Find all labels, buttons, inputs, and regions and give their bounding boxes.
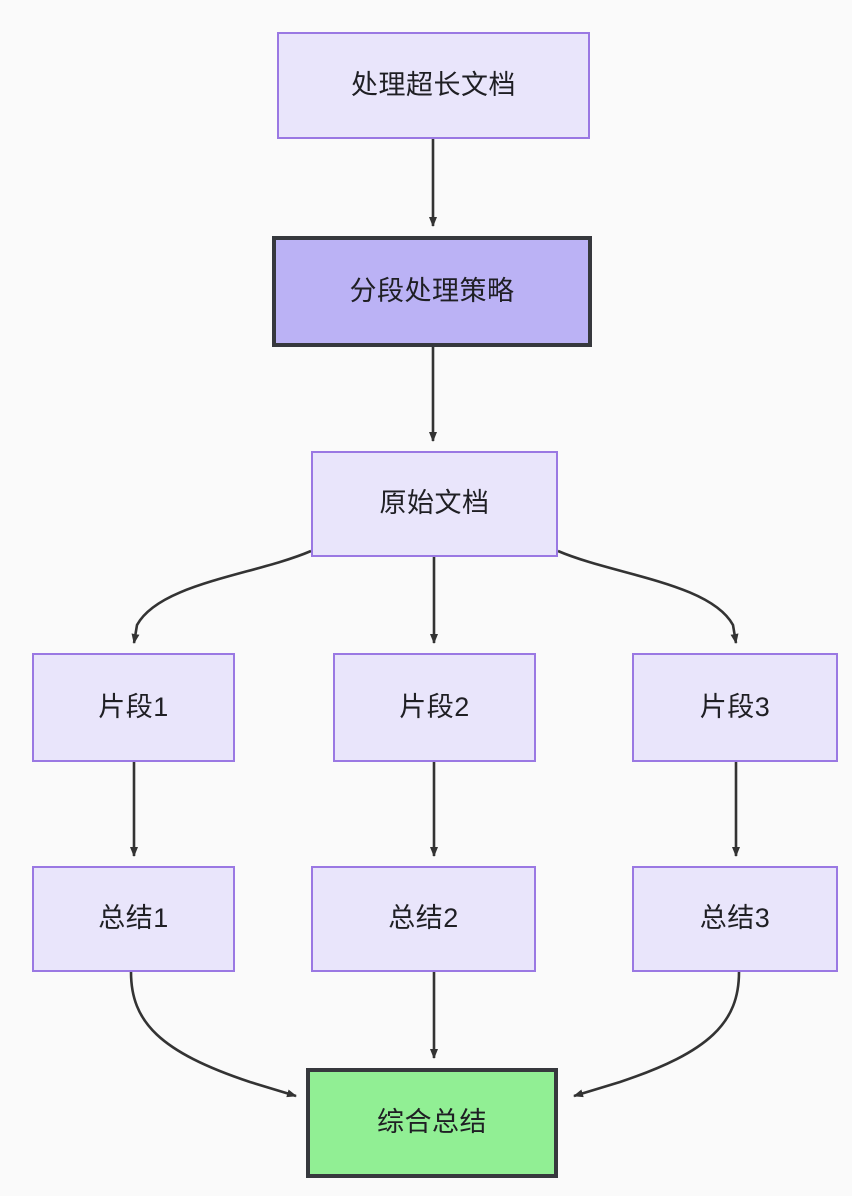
node-label: 总结3 xyxy=(699,903,771,934)
node-chunk-1[interactable]: 片段1 xyxy=(32,653,235,762)
edge-summary3-to-final xyxy=(573,971,741,1098)
node-chunk-3[interactable]: 片段3 xyxy=(632,653,838,762)
edge-source-to-chunk1 xyxy=(131,549,312,644)
node-chunk-2[interactable]: 片段2 xyxy=(333,653,536,762)
node-chunking-strategy[interactable]: 分段处理策略 xyxy=(272,236,592,347)
node-label: 片段3 xyxy=(699,691,771,722)
edge-summary1-to-final xyxy=(129,971,297,1098)
node-label: 处理超长文档 xyxy=(351,69,516,100)
node-source-document[interactable]: 原始文档 xyxy=(311,451,558,557)
node-label: 总结1 xyxy=(98,903,169,934)
node-label: 原始文档 xyxy=(379,488,490,519)
edge-source-to-chunk3 xyxy=(557,549,739,644)
node-label: 分段处理策略 xyxy=(349,275,515,306)
node-label: 总结2 xyxy=(388,903,459,934)
node-label: 片段1 xyxy=(98,691,169,722)
node-summary-1[interactable]: 总结1 xyxy=(32,866,235,972)
node-process-long-document[interactable]: 处理超长文档 xyxy=(277,32,590,139)
node-summary-3[interactable]: 总结3 xyxy=(632,866,838,972)
node-label: 片段2 xyxy=(399,691,470,722)
node-final-summary[interactable]: 综合总结 xyxy=(306,1068,558,1178)
node-summary-2[interactable]: 总结2 xyxy=(311,866,536,972)
node-label: 综合总结 xyxy=(377,1107,487,1138)
